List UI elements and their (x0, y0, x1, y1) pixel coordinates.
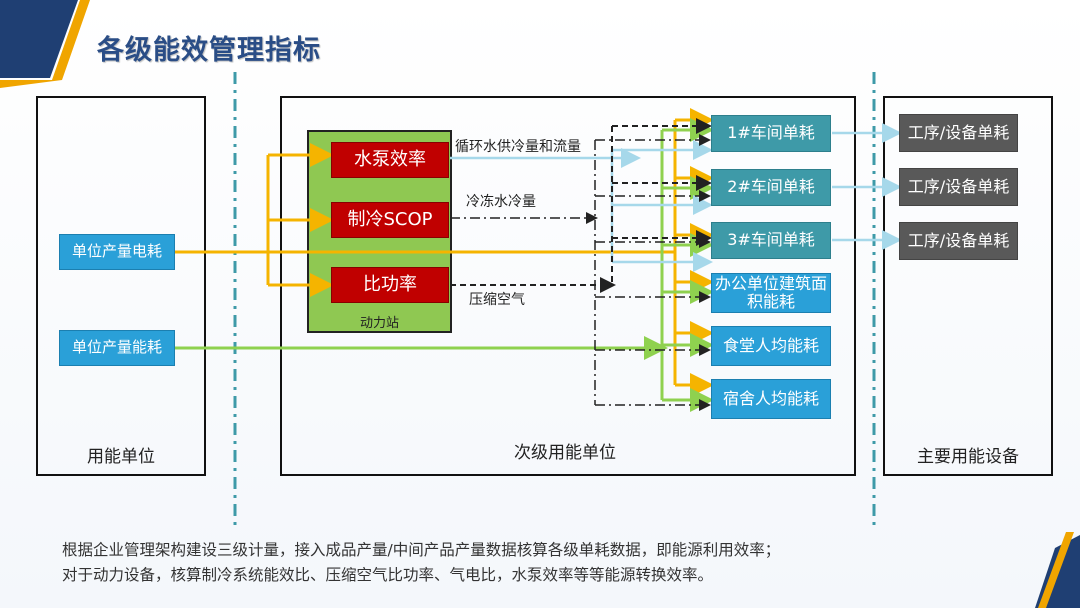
equipment-consumption-3: 工序/设备单耗 (899, 222, 1018, 260)
cooling-scop-box: 制冷SCOP (331, 202, 449, 238)
frame-main-equipment (883, 96, 1053, 476)
power-station-label: 动力站 (359, 316, 399, 331)
description-line-1: 根据企业管理架构建设三级计量，接入成品产量/中间产品产量数据核算各级单耗数据，即… (62, 541, 781, 559)
equipment-consumption-1: 工序/设备单耗 (899, 114, 1018, 152)
frame-secondary-unit-label: 次级用能单位 (514, 443, 616, 463)
canteen-per-capita-consumption: 食堂人均能耗 (711, 326, 831, 366)
office-area-consumption: 办公单位建筑面积能耗 (711, 273, 831, 313)
workshop-2-consumption: 2#车间单耗 (711, 169, 831, 206)
energy-flow (175, 118, 714, 412)
flow-label-circulating-water: 循环水供冷量和流量 (455, 139, 581, 155)
flow-label-chilled-water: 冷冻水冷量 (466, 194, 536, 210)
flow-label-compressed-air: 压缩空气 (469, 292, 525, 308)
input-energy-consumption: 单位产量能耗 (59, 330, 175, 366)
frame-energy-unit (36, 96, 206, 476)
chilled-water-flow (450, 134, 711, 411)
pump-efficiency-box: 水泵效率 (331, 142, 449, 178)
corner-dark-shape (0, 0, 78, 78)
description-line-2: 对于动力设备，核算制冷系统能效比、压缩空气比功率、气电比，水泵效率等等能源转换效… (62, 566, 714, 584)
corner-orange-shape-br (1038, 532, 1074, 608)
frame-energy-unit-label: 用能单位 (87, 447, 155, 467)
dormitory-per-capita-consumption: 宿舍人均能耗 (711, 379, 831, 419)
page-title: 各级能效管理指标 (97, 35, 321, 66)
corner-orange-shape (0, 0, 90, 88)
compressed-air-flow (450, 118, 712, 293)
workshop-3-consumption: 3#车间单耗 (711, 222, 831, 259)
input-electricity-consumption: 单位产量电耗 (59, 234, 175, 270)
equipment-consumption-2: 工序/设备单耗 (899, 168, 1018, 206)
workshop-1-consumption: 1#车间单耗 (711, 115, 831, 152)
frame-main-equipment-label: 主要用能设备 (917, 447, 1019, 467)
specific-power-box: 比功率 (331, 267, 449, 303)
